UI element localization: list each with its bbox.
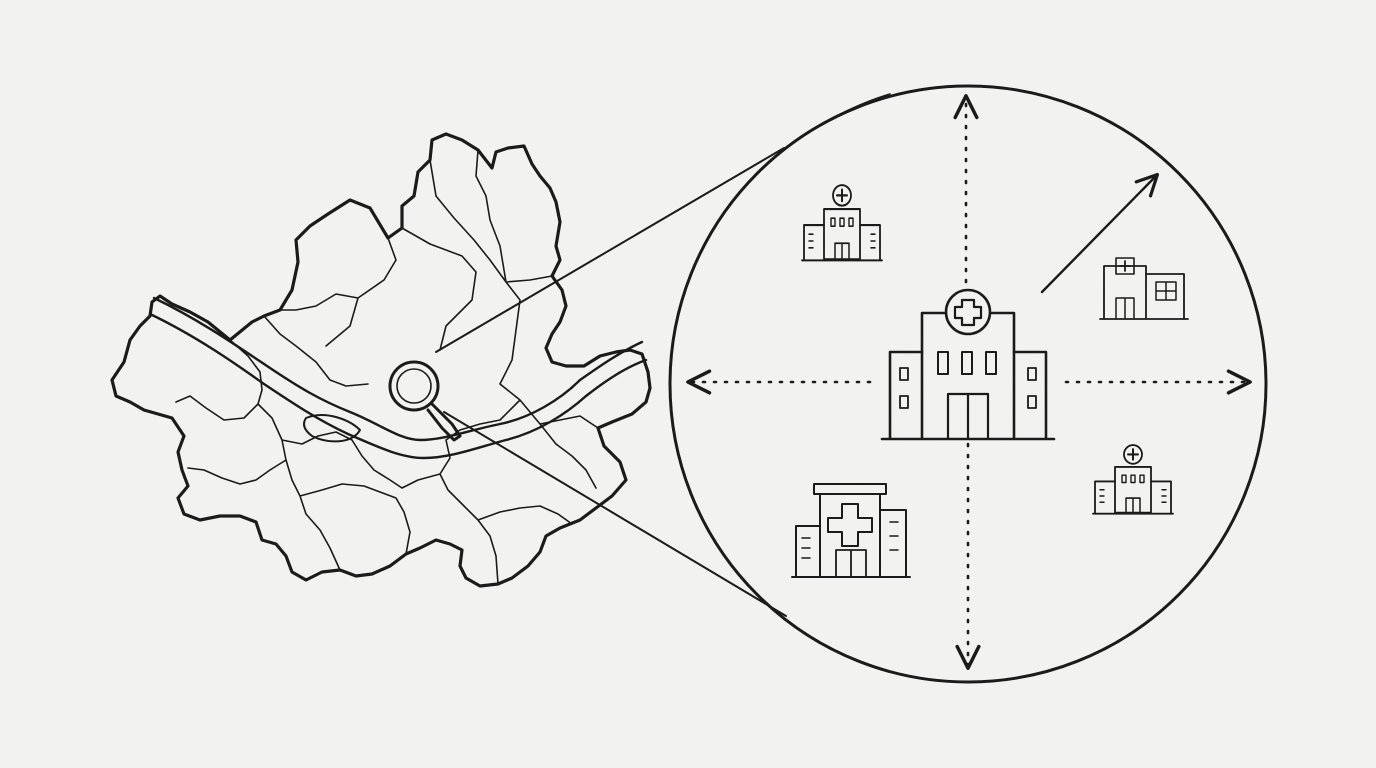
zoom-circle-icon [668,84,1268,684]
hospital-icon-lower-left [791,483,911,578]
city-boundary [110,132,652,588]
river-icon [152,296,644,442]
city-district-map-icon [110,132,652,588]
magnifier-icon [388,360,462,442]
expansion-arrows [686,94,1252,670]
district-borders [175,149,599,585]
hospital-icon-upper-right [1099,257,1189,320]
expansion-arrow-icon [1040,172,1160,294]
callout-line-top [435,147,785,353]
callout-line-bottom [443,411,787,617]
central-hospital-icon [880,288,1056,441]
